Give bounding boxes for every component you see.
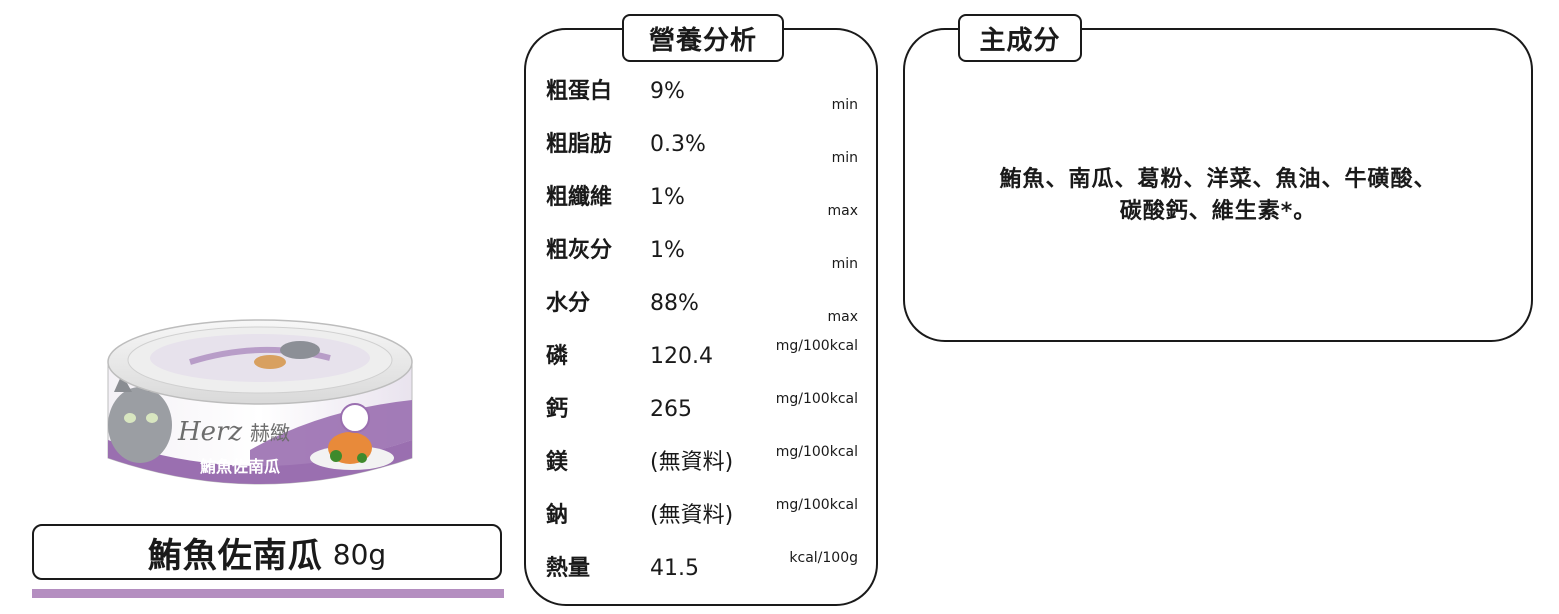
- nutrition-value: 120.4: [650, 344, 713, 369]
- product-name: 鮪魚佐南瓜: [147, 535, 323, 576]
- nutrition-unit: mg/100kcal: [775, 391, 858, 407]
- nutrition-unit: max: [827, 203, 858, 219]
- nutrition-value: 88%: [650, 291, 699, 316]
- ingredients-title: 主成分: [958, 14, 1082, 62]
- accent-bar: [32, 589, 504, 598]
- nutrition-row-protein: 粗蛋白 9% min: [546, 72, 858, 113]
- nutrition-row-fat: 粗脂肪 0.3% min: [546, 125, 858, 166]
- nutrition-unit: kcal/100g: [789, 550, 858, 566]
- product-name-box: 鮪魚佐南瓜 80g: [32, 524, 502, 580]
- ingredients-panel: [903, 28, 1533, 342]
- can-brand-zh-text: 赫緻: [250, 421, 290, 445]
- nutrition-unit: max: [827, 309, 858, 325]
- nutrition-unit: min: [831, 150, 858, 166]
- ingredients-list: 鮪魚、南瓜、葛粉、洋菜、魚油、牛磺酸、 碳酸鈣、維生素*。: [930, 164, 1506, 228]
- ingredients-line-1: 鮪魚、南瓜、葛粉、洋菜、魚油、牛磺酸、: [999, 167, 1437, 192]
- nutrition-label: 粗纖維: [546, 185, 613, 210]
- nutrition-row-phosphorus: 磷 120.4 mg/100kcal: [546, 337, 858, 377]
- nutrition-value: 41.5: [650, 556, 699, 581]
- can-brand-text: Herz: [177, 417, 242, 447]
- nutrition-value: 1%: [650, 238, 685, 263]
- nutrition-value: (無資料): [650, 450, 734, 475]
- nutrition-row-magnesium: 鎂 (無資料) mg/100kcal: [546, 443, 858, 483]
- nutrition-label: 鈣: [546, 397, 569, 422]
- nutrition-value: 1%: [650, 185, 685, 210]
- nutrition-label: 鈉: [546, 503, 569, 528]
- product-can-image: Herz 赫緻 鮪魚佐南瓜: [100, 300, 420, 500]
- nutrition-label: 熱量: [546, 556, 591, 581]
- nutrition-value: (無資料): [650, 503, 734, 528]
- nutrition-row-calcium: 鈣 265 mg/100kcal: [546, 390, 858, 430]
- nutrition-title: 營養分析: [622, 14, 784, 62]
- nutrition-value: 0.3%: [650, 132, 706, 157]
- nutrition-unit: min: [831, 97, 858, 113]
- nutrition-unit: mg/100kcal: [775, 338, 858, 354]
- nutrition-row-fiber: 粗纖維 1% max: [546, 178, 858, 219]
- nutrition-label: 磷: [546, 344, 569, 369]
- nutrition-unit: mg/100kcal: [775, 444, 858, 460]
- nutrition-label: 粗灰分: [546, 238, 613, 263]
- nutrition-row-sodium: 鈉 (無資料) mg/100kcal: [546, 496, 858, 536]
- nutrition-unit: min: [831, 256, 858, 272]
- ingredients-line-2: 碳酸鈣、維生素*。: [1119, 199, 1317, 224]
- nutrition-label: 鎂: [546, 450, 569, 475]
- nutrition-value: 265: [650, 397, 692, 422]
- nutrition-label: 水分: [546, 291, 591, 316]
- nutrition-row-moisture: 水分 88% max: [546, 284, 858, 325]
- nutrition-row-ash: 粗灰分 1% min: [546, 231, 858, 272]
- nutrition-unit: mg/100kcal: [775, 497, 858, 513]
- nutrition-row-calories: 熱量 41.5 kcal/100g: [546, 549, 858, 589]
- can-product-name-text: 鮪魚佐南瓜: [200, 457, 280, 476]
- nutrition-label: 粗蛋白: [546, 79, 613, 104]
- nutrition-value: 9%: [650, 79, 685, 104]
- product-weight: 80g: [332, 537, 387, 571]
- nutrition-label: 粗脂肪: [546, 132, 613, 157]
